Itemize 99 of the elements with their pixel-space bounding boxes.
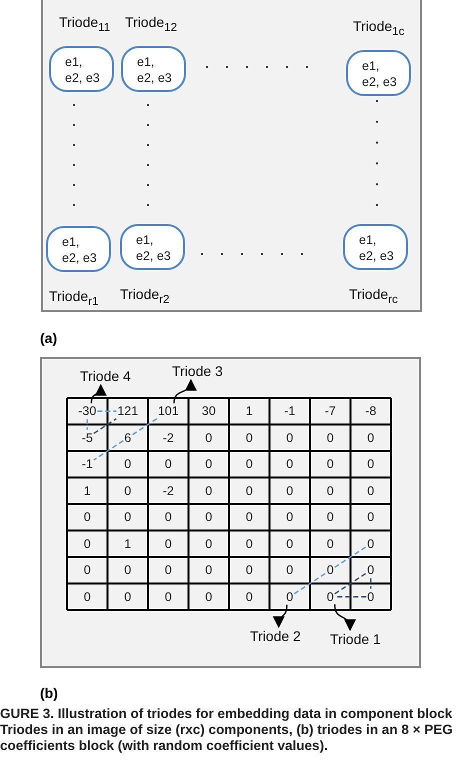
dashed-line [334,546,367,568]
table-value: 0 [205,590,212,604]
table-value: -1 [82,457,93,472]
triode-label: Triode 2 [250,628,301,644]
table-value: 0 [246,536,253,551]
table-value: 0 [124,484,132,498]
table-value: 0 [367,484,374,498]
table-value: 0 [367,563,374,578]
triode-label: Triode$_{11}$ [59,14,110,36]
table-value: 0 [205,563,212,578]
table-value: 0 [205,484,212,498]
rounded-box: e1, e2, e3 [121,46,186,92]
table-value: 0 [286,510,294,524]
table-value: 0 [84,510,91,524]
dashed-line [370,578,372,589]
rounded-box: e1, e2, e3 [346,50,411,96]
dashed-line [334,572,367,594]
table-value: 0 [246,510,253,524]
table-value: 0 [164,590,172,604]
table-value: 0 [367,536,374,551]
table-value: 0 [124,510,132,524]
table-value: 0 [84,563,91,578]
table-value: -5 [82,430,93,445]
table-value: 30 [202,404,216,418]
arrow [173,378,196,404]
arrow [90,384,106,404]
table-value: 101 [158,404,179,418]
table-value: 0 [367,590,374,604]
triode-label: Triode 4 [80,368,131,384]
triode-label: Triode$_{12}$ [125,14,178,36]
table-value: 0 [326,484,334,498]
dashed-line [93,440,124,461]
panel-label: (b) [40,685,58,701]
table-value: 0 [367,510,374,524]
table-value: 0 [164,563,172,578]
dashed-line [294,572,326,594]
rounded-box: e1, e2, e3 [46,226,111,272]
rounded-box: e1, e2, e3 [343,224,408,270]
table-value: -1 [284,404,296,418]
panel-frame [41,0,422,312]
table-value: 0 [286,430,294,445]
table-value: 0 [286,590,294,604]
triode-label: Triode 1 [330,631,381,647]
dashed-line [97,410,116,412]
triode-label: Triode 3 [172,363,223,379]
table-value: 0 [326,430,334,445]
arrow [334,604,356,632]
table-value: 0 [246,563,253,578]
triode-label: Triode$_{r1}$ [49,288,99,310]
table-value: 6 [124,430,132,445]
table-value: 0 [246,590,253,604]
panel-frame [40,357,421,668]
triode-label: Triode$_{1c}$ [353,18,404,40]
table-value: 0 [124,457,132,472]
table-value: 0 [124,563,132,578]
table-value: -2 [162,430,174,445]
table-value: 0 [164,510,172,524]
table-value: 0 [124,590,132,604]
dashed-line [93,418,117,434]
table-value: 0 [246,484,253,498]
triode-label: Triode$_{rc}$ [349,286,398,308]
table-value: -30 [78,404,96,418]
table-value: 0 [205,457,212,472]
dashed-line [86,419,88,430]
table-value: 1 [124,536,132,551]
arrow [273,604,288,628]
table-value: 0 [286,536,294,551]
table-value: 0 [367,430,374,445]
table-value: -7 [324,404,336,418]
table-value: 0 [84,590,91,604]
table-value: -2 [162,484,174,498]
table-value: 0 [326,510,334,524]
rounded-box: e1, e2, e3 [49,46,114,92]
table-value: 0 [326,457,334,472]
table-value: 0 [286,484,294,498]
rounded-box: e1, e2, e3 [120,224,185,270]
table-value: 0 [326,590,334,604]
table-value: 0 [326,536,334,551]
table-value: 0 [164,536,172,551]
dashed-line [334,596,366,598]
dashed-line [132,418,158,436]
table-value: 1 [84,484,91,498]
table-value: 0 [286,457,294,472]
table-value: 0 [205,430,212,445]
table-value: 0 [84,536,91,551]
table-value: 1 [246,404,253,418]
table-value: 121 [117,404,138,418]
table-value: 0 [164,457,172,472]
figure-caption: GURE 3. Illustration of triodes for embedding data in component block Triodes in an image of size (rxc) components, (b) triodes in an 8 × PEG coefficients block (with random coefficient values). [0,706,454,754]
table-value: 0 [367,457,374,472]
table-value: 0 [205,536,212,551]
table-value: 0 [205,510,212,524]
table-value: 0 [246,430,253,445]
table-value: -8 [365,404,376,418]
table-value: 0 [246,457,253,472]
panel-label: (a) [40,330,58,346]
table-value: 0 [326,563,334,578]
table-value: 0 [286,563,294,578]
triode-label: Triode$_{r2}$ [120,286,170,308]
